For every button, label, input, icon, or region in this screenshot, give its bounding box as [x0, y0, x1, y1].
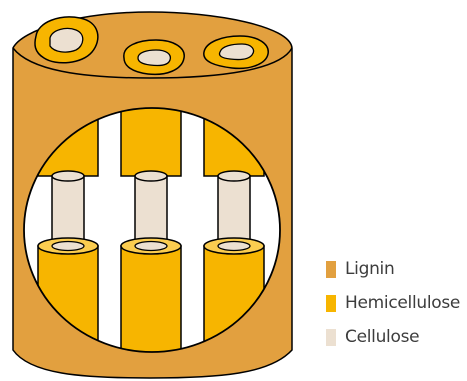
hemicellulose-cap-1	[38, 238, 98, 254]
top-fiber-right	[204, 36, 268, 68]
legend-label-lignin: Lignin	[345, 259, 394, 279]
cellulose-rod-1	[52, 171, 84, 248]
legend: Lignin Hemicellulose Cellulose	[326, 252, 460, 354]
legend-label-cellulose: Cellulose	[345, 327, 419, 347]
legend-item-cellulose: Cellulose	[326, 320, 460, 354]
legend-item-hemicellulose: Hemicellulose	[326, 286, 460, 320]
hemicellulose-cap-3	[204, 238, 264, 254]
cellulose-rod-2	[135, 171, 167, 248]
hemicellulose-swatch	[326, 295, 336, 312]
lignin-swatch	[326, 261, 336, 278]
lignocellulose-diagram	[0, 0, 300, 381]
cellulose-rod-3	[218, 171, 250, 248]
hemicellulose-band-bottom-2	[121, 246, 181, 356]
hemicellulose-cap-2	[121, 238, 181, 254]
legend-item-lignin: Lignin	[326, 252, 460, 286]
top-fiber-middle	[124, 40, 184, 74]
hemicellulose-band-top-2	[121, 100, 181, 176]
cellulose-swatch	[326, 329, 336, 346]
cutaway-fibers	[38, 100, 264, 356]
legend-label-hemicellulose: Hemicellulose	[345, 293, 460, 313]
top-fiber-left	[35, 17, 98, 63]
